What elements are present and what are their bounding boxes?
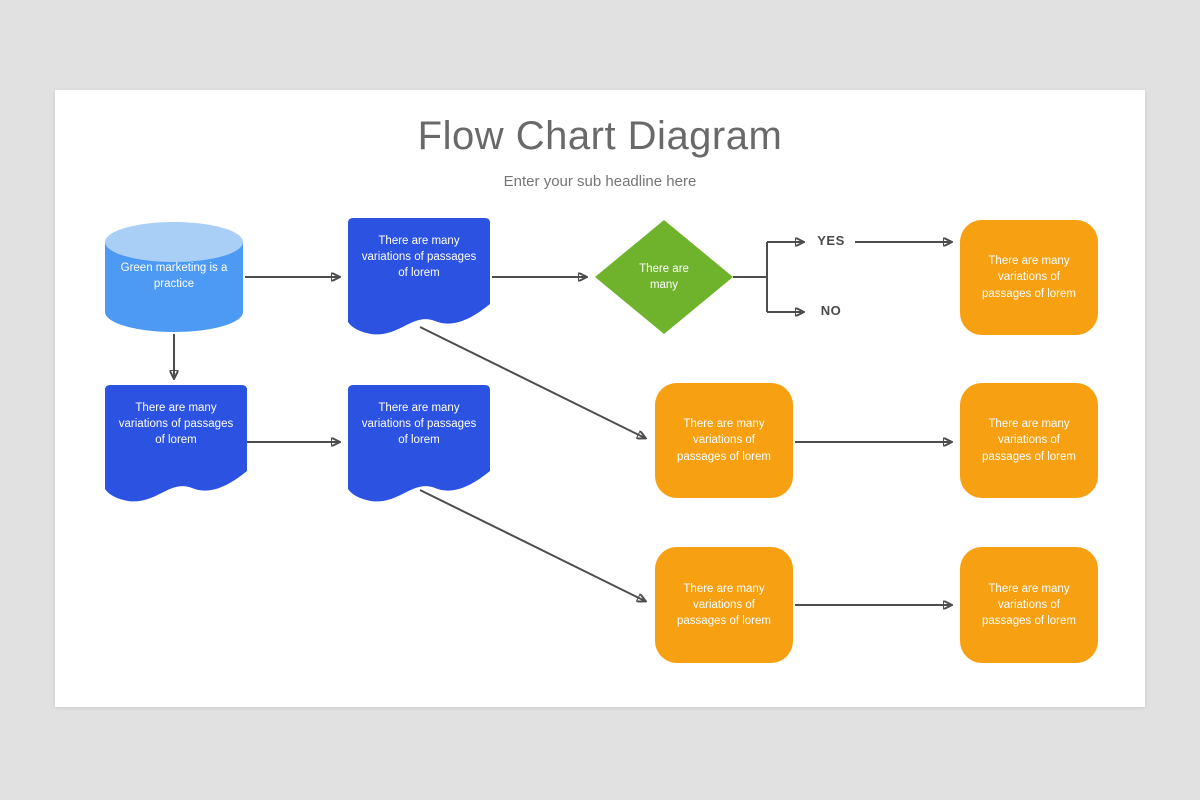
node-decision: There are many (595, 220, 733, 334)
node-result-mid-right: There are many variations of passages of… (960, 383, 1098, 498)
node-result-bottom-center: There are many variations of passages of… (655, 547, 793, 663)
branch-label-yes: YES (817, 233, 845, 248)
slide-canvas: Flow Chart Diagram Enter your sub headli… (55, 90, 1145, 707)
node-label: There are many variations of passages of… (677, 582, 771, 628)
node-label: There are many variations of passages of… (982, 255, 1076, 300)
page-subtitle: Enter your sub headline here (503, 173, 697, 190)
node-result-bottom-right: There are many variations of passages of… (960, 547, 1098, 663)
node-label: Green marketing is a practice (120, 262, 228, 291)
node-label: There are many variations of passages of… (361, 235, 477, 280)
diamond-shape-icon (595, 220, 733, 334)
cylinder-shape-icon (105, 222, 243, 332)
node-cylinder: Green marketing is a practice (105, 222, 243, 332)
document-shape-icon (105, 385, 247, 502)
document-shape-icon (348, 385, 490, 502)
node-label: There are many variations of passages of… (361, 402, 477, 447)
node-result-top-right: There are many variations of passages of… (960, 220, 1098, 335)
node-doc-top: There are many variations of passages of… (348, 218, 490, 340)
node-label: There are many variations of passages of… (982, 418, 1076, 463)
page-title: Flow Chart Diagram (417, 114, 783, 158)
node-doc-mid-left: There are many variations of passages of… (105, 385, 247, 507)
node-label: There are many variations of passages of… (677, 418, 771, 463)
document-shape-icon (348, 218, 490, 335)
node-doc-mid-center: There are many variations of passages of… (348, 385, 490, 507)
branch-label-no: NO (820, 303, 842, 318)
node-label: There are many variations of passages of… (982, 582, 1076, 628)
node-label: There are many (639, 262, 689, 291)
node-result-mid-center: There are many variations of passages of… (655, 383, 793, 498)
node-label: There are many variations of passages of… (118, 402, 234, 447)
